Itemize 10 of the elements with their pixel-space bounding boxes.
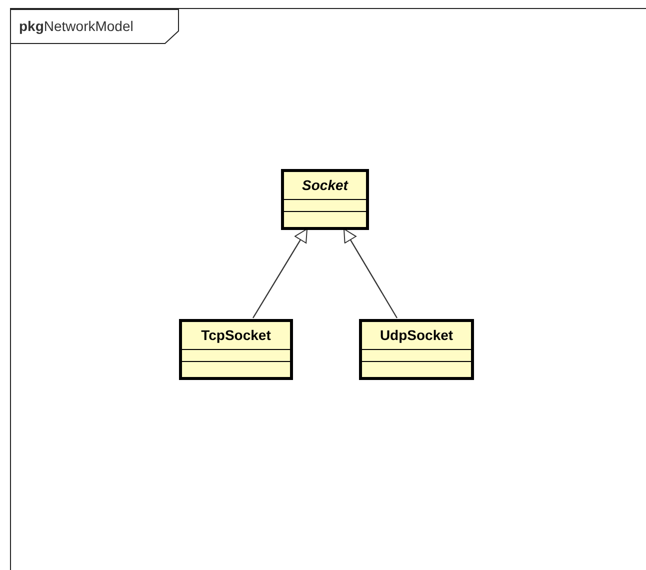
generalization-arrow — [343, 228, 398, 318]
class-box — [179, 319, 293, 380]
package-name: pkgNetworkModel — [19, 18, 134, 34]
package-frame — [10, 8, 646, 570]
class-box — [359, 319, 474, 380]
class-name: Socket — [301, 176, 350, 195]
class-box — [281, 169, 369, 230]
generalization-arrow — [252, 228, 308, 318]
class-name: TcpSocket — [200, 326, 272, 345]
class-name: UdpSocket — [378, 326, 454, 345]
